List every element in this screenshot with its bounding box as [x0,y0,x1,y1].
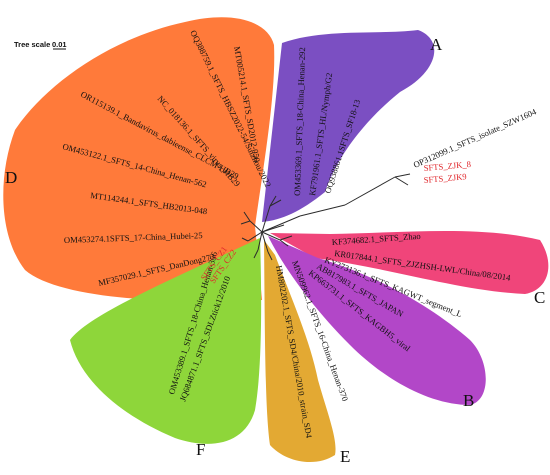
tree-branches [240,173,411,261]
clade-label-a: A [430,35,443,54]
leaf-label-highlight: SFTS_ZJK9 [423,171,467,185]
leaf-label-highlight: SFTS_ZJK_8 [423,159,471,173]
tree-scale-label: Tree scale [14,40,50,49]
clade-label-d: D [5,168,17,187]
clade-label-b: B [463,391,474,410]
clade-d-region [3,17,275,302]
tree-scale: Tree scale 0.01 [14,40,67,50]
clade-f-region [70,238,262,444]
clade-label-c: C [534,288,545,307]
clade-label-e: E [340,447,350,466]
clade-e-region [264,240,336,463]
leaf-label: OM453274.1SFTS_17-China_Hubei-25 [64,230,203,245]
clade-c-region [270,230,549,294]
clade-label-f: F [196,440,205,459]
tree-scale-value: 0.01 [52,40,67,49]
clade-b-region [268,236,486,405]
leaf-label: OP312099.1_SFTS_isolate_SZW1604 [412,106,539,170]
clade-a-region [262,30,435,222]
